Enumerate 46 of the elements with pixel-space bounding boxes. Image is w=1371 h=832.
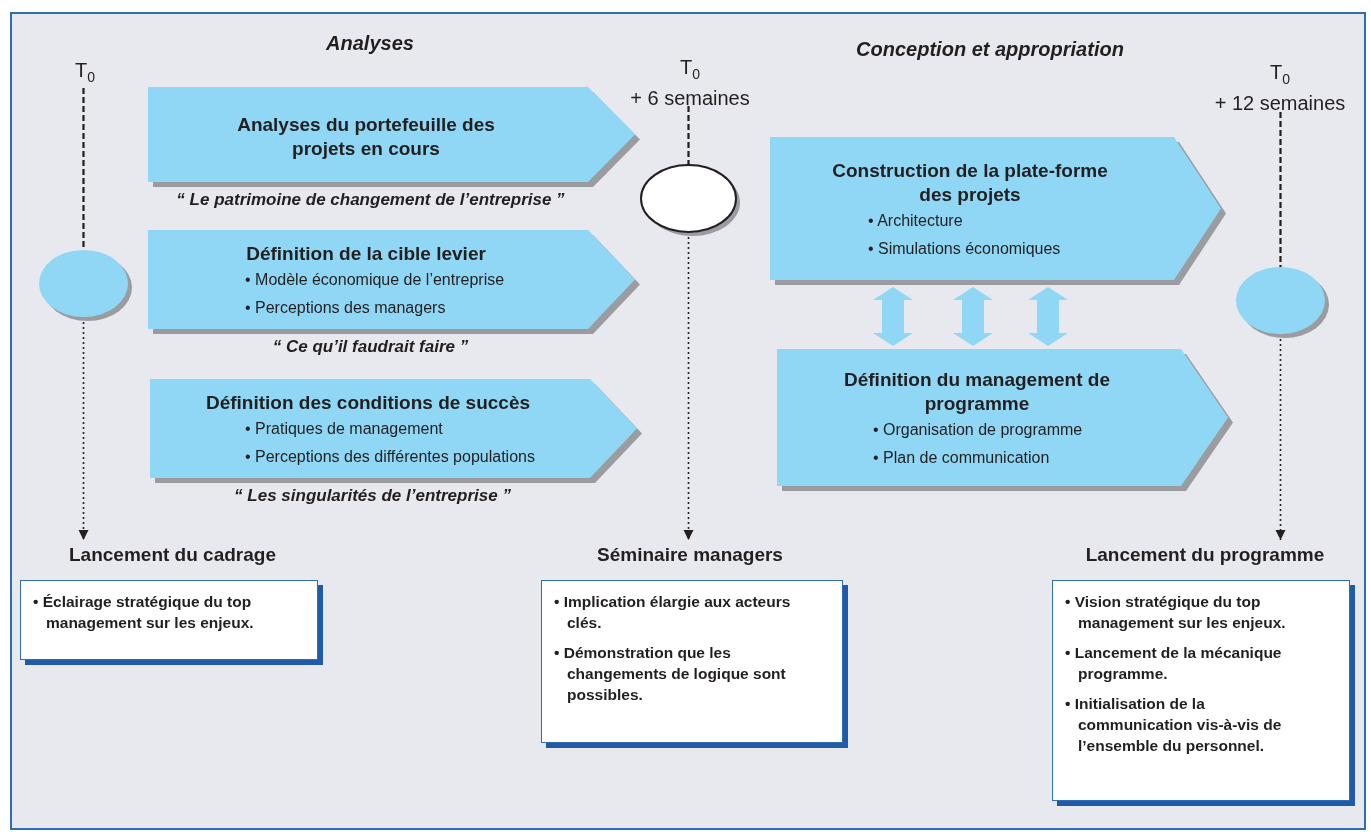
chevron-box [148,230,640,334]
bullet-item: • Perceptions des managers [244,298,447,318]
milestone-ellipse [38,249,134,323]
bullet-item: • Démonstration que les changements de logique sont possibles. [554,643,787,705]
milestone-title: Lancement du cadrage [68,544,277,566]
phase-title: Conception et appropriation [855,38,1125,61]
bullet-item: • Initialisation de la communication vis-à-vis de l’ensemble du personnel. [1065,694,1283,756]
double-block-arrow [1028,287,1068,346]
bullet-item: • Implication élargie aux acteurs clés. [554,592,792,633]
bullet-item: • Pratiques de management [244,419,444,439]
chevron-box [150,379,642,483]
chevron-box [770,137,1226,285]
bullet-item: • Vision stratégique du top management sur les enjeux. [1065,592,1287,633]
timeline-line [687,106,690,165]
time-label: + 12 semaines [1213,90,1347,115]
bullet-item: • Architecture [867,211,964,231]
bullet-item: • Organisation de programme [872,420,1084,440]
bullet-item: • Modèle économique de l’entreprise [244,270,506,290]
seminar-ellipse [640,164,742,238]
milestone-title: Lancement du programme [1084,544,1326,566]
timeline-line [1279,112,1282,267]
box-title: Définition de la cible levier [246,242,486,266]
quote-caption: “ Le patrimoine de changement de l’entreprise ” [175,190,566,210]
quote-caption: “ Les singularités de l’entreprise ” [233,486,512,506]
box-title: Définition du management de programme [843,368,1111,416]
double-block-arrow [873,287,913,346]
bullet-item: • Simulations économiques [867,239,1062,259]
box-title: Construction de la plate-forme des projets [831,159,1109,207]
chevron-box [777,349,1233,491]
double-block-arrow [953,287,993,346]
bullet-item: • Perceptions des différentes populations [244,447,536,467]
chevron-box [148,87,640,187]
time-label: + 6 semaines [629,85,751,110]
quote-caption: “ Ce qu’il faudrait faire ” [271,337,470,357]
phase-title: Analyses [325,32,415,55]
bullet-item: • Plan de communication [872,448,1051,468]
milestone-ellipse [1235,266,1331,340]
timeline-line [82,88,85,250]
box-title: Définition des conditions de succès [205,391,531,415]
box-title: Analyses du portefeuille des projets en cours [236,113,496,161]
bullet-item: • Lancement de la mécanique programme. [1065,643,1283,684]
time-label: T$_{0}$ [679,54,701,84]
time-label: T$_{0}$ [74,57,96,87]
milestone-title: Séminaire managers [596,544,784,566]
bullet-item: • Éclairage stratégique du top management sur les enjeux. [33,592,255,633]
time-label: T$_{0}$ [1269,59,1291,89]
